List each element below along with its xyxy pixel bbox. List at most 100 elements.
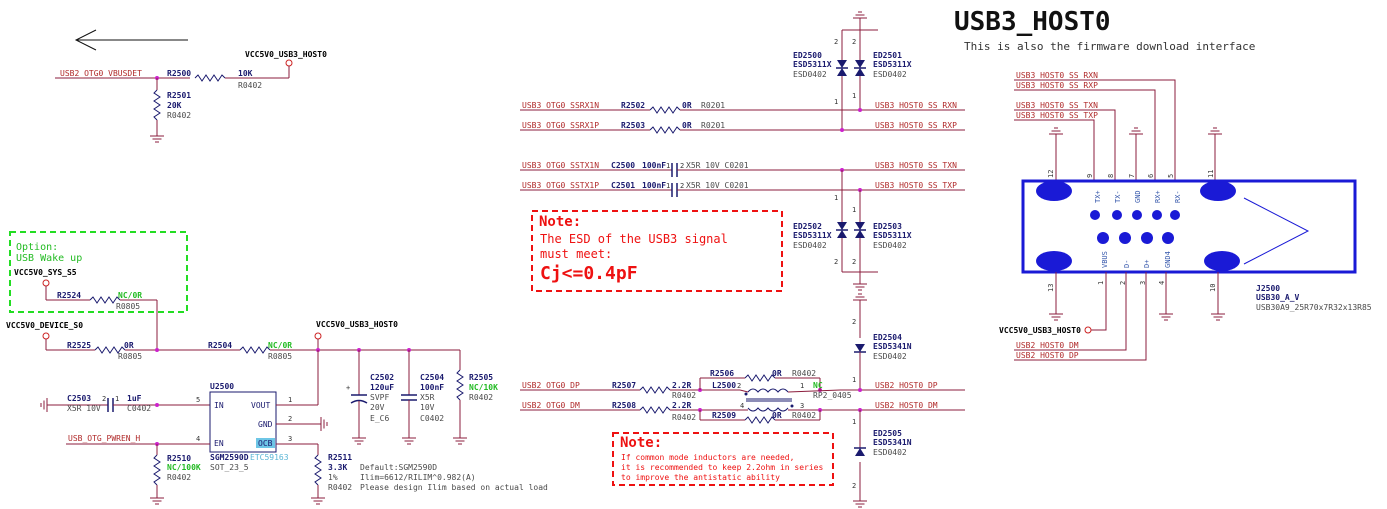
svg-text:C2500: C2500 bbox=[611, 161, 635, 170]
usb2-section: 2 1 ED2504 ESD5341N ESD0402 USB2_OTG0_DP… bbox=[520, 293, 965, 508]
svg-text:NC/0R: NC/0R bbox=[118, 291, 142, 300]
svg-text:100nF: 100nF bbox=[642, 181, 666, 190]
svg-text:R2510: R2510 bbox=[167, 454, 191, 463]
svg-text:X5R 10V: X5R 10V bbox=[67, 404, 101, 413]
svg-text:R2511: R2511 bbox=[328, 453, 352, 462]
svg-text:USB2_OTG0_DM: USB2_OTG0_DM bbox=[522, 401, 580, 410]
option-box: Option: USB Wake up VCC5V0_SYS_S5 R2524 … bbox=[9, 231, 188, 313]
svg-text:VCC5V0_USB3_HOST0: VCC5V0_USB3_HOST0 bbox=[316, 320, 398, 329]
svg-text:ED2502: ED2502 bbox=[793, 222, 822, 231]
svg-text:ED2504: ED2504 bbox=[873, 333, 902, 342]
svg-text:The ESD of the USB3 signal: The ESD of the USB3 signal bbox=[540, 232, 728, 246]
svg-text:R2525: R2525 bbox=[67, 341, 91, 350]
svg-text:2: 2 bbox=[102, 395, 106, 403]
svg-text:IN: IN bbox=[214, 401, 224, 410]
svg-text:USB2_HOST0_DP: USB2_HOST0_DP bbox=[1016, 351, 1079, 360]
svg-text:NC/10K: NC/10K bbox=[469, 383, 498, 392]
svg-text:6: 6 bbox=[1147, 174, 1155, 178]
svg-text:R0805: R0805 bbox=[268, 352, 292, 361]
svg-text:+: + bbox=[346, 384, 350, 392]
svg-text:C0402: C0402 bbox=[127, 404, 151, 413]
svg-text:USB3_HOST0_SS_RXP: USB3_HOST0_SS_RXP bbox=[875, 121, 957, 130]
svg-text:7: 7 bbox=[1128, 174, 1136, 178]
svg-text:R2503: R2503 bbox=[621, 121, 645, 130]
svg-text:ESD0402: ESD0402 bbox=[873, 352, 907, 361]
svg-text:Default:SGM2590D: Default:SGM2590D bbox=[360, 463, 437, 472]
svg-text:1: 1 bbox=[666, 162, 670, 170]
svg-text:1: 1 bbox=[666, 182, 670, 190]
vbusdet-section: VCC5V0_USB3_HOST0 USB2_OTG0_VBUSDET R250… bbox=[55, 50, 327, 143]
svg-text:C0402: C0402 bbox=[420, 414, 444, 423]
svg-text:D+: D+ bbox=[1143, 260, 1151, 268]
svg-text:R0402: R0402 bbox=[238, 81, 262, 90]
esd-note: Note: The ESD of the USB3 signal must me… bbox=[531, 210, 783, 292]
svg-text:20V: 20V bbox=[370, 403, 385, 412]
svg-text:USB Wake up: USB Wake up bbox=[16, 253, 82, 264]
svg-text:R2508: R2508 bbox=[612, 401, 636, 410]
svg-text:USB3_HOST0_SS_RXP: USB3_HOST0_SS_RXP bbox=[1016, 81, 1098, 90]
svg-text:8: 8 bbox=[1107, 174, 1115, 178]
svg-text:USB2_HOST0_DP: USB2_HOST0_DP bbox=[875, 381, 938, 390]
page-subtitle: This is also the firmware download inter… bbox=[964, 40, 1255, 53]
svg-text:VCC5V0_SYS_S5: VCC5V0_SYS_S5 bbox=[14, 268, 77, 277]
svg-text:3: 3 bbox=[1139, 281, 1147, 285]
svg-text:Please design Ilim based on ac: Please design Ilim based on actual load bbox=[360, 483, 548, 492]
svg-text:ED2505: ED2505 bbox=[873, 429, 902, 438]
svg-text:VCC5V0_USB3_HOST0: VCC5V0_USB3_HOST0 bbox=[999, 326, 1081, 335]
svg-text:RX+: RX+ bbox=[1154, 190, 1162, 203]
svg-text:1: 1 bbox=[115, 395, 119, 403]
svg-text:TX-: TX- bbox=[1114, 190, 1122, 203]
svg-text:4: 4 bbox=[740, 402, 744, 410]
svg-text:4: 4 bbox=[196, 435, 200, 443]
svg-text:If common mode inductors are n: If common mode inductors are needed, bbox=[621, 453, 794, 462]
svg-text:Note:: Note: bbox=[620, 435, 662, 451]
svg-text:USB3_OTG0_SSTX1P: USB3_OTG0_SSTX1P bbox=[522, 181, 599, 190]
svg-text:13: 13 bbox=[1047, 284, 1055, 292]
svg-text:ETC59163: ETC59163 bbox=[250, 453, 289, 462]
svg-text:1: 1 bbox=[288, 396, 292, 404]
svg-text:ESD0402: ESD0402 bbox=[793, 241, 827, 250]
svg-text:2: 2 bbox=[852, 258, 856, 266]
cmc-note: Note: If common mode inductors are neede… bbox=[612, 432, 834, 486]
svg-text:3: 3 bbox=[288, 435, 292, 443]
net-vbusdet: USB2_OTG0_VBUSDET bbox=[60, 69, 142, 78]
svg-text:ESD5311X: ESD5311X bbox=[873, 231, 912, 240]
svg-text:1: 1 bbox=[852, 376, 856, 384]
svg-text:USB2_HOST0_DM: USB2_HOST0_DM bbox=[875, 401, 938, 410]
svg-text:must meet:: must meet: bbox=[540, 247, 612, 261]
svg-text:11: 11 bbox=[1207, 170, 1215, 178]
svg-text:it is recommended to keep 2.2o: it is recommended to keep 2.2ohm in seri… bbox=[621, 463, 823, 472]
svg-text:USB3_HOST0_SS_RXN: USB3_HOST0_SS_RXN bbox=[875, 101, 957, 110]
svg-text:EN: EN bbox=[214, 439, 224, 448]
usb-connector-j2500: USB3_HOST0_SS_RXN USB3_HOST0_SS_RXP USB3… bbox=[999, 71, 1372, 361]
svg-text:RX-: RX- bbox=[1174, 190, 1182, 203]
svg-text:VCC5V0_DEVICE_S0: VCC5V0_DEVICE_S0 bbox=[6, 321, 83, 330]
svg-text:3: 3 bbox=[800, 402, 804, 410]
svg-text:ESD5341N: ESD5341N bbox=[873, 342, 912, 351]
svg-text:R2524: R2524 bbox=[57, 291, 81, 300]
svg-text:SOT_23_5: SOT_23_5 bbox=[210, 463, 249, 472]
svg-text:R0402: R0402 bbox=[328, 483, 352, 492]
svg-text:USB3_OTG0_SSRX1N: USB3_OTG0_SSRX1N bbox=[522, 101, 599, 110]
svg-text:C2504: C2504 bbox=[420, 373, 444, 382]
svg-text:USB2_HOST0_DM: USB2_HOST0_DM bbox=[1016, 341, 1079, 350]
svg-text:1%: 1% bbox=[328, 473, 338, 482]
svg-text:SGM2590D: SGM2590D bbox=[210, 453, 249, 462]
svg-text:R2506: R2506 bbox=[710, 369, 734, 378]
svg-text:9: 9 bbox=[1086, 174, 1094, 178]
svg-text:Cj<=0.4pF: Cj<=0.4pF bbox=[540, 263, 638, 284]
svg-text:U2500: U2500 bbox=[210, 382, 234, 391]
svg-text:1: 1 bbox=[852, 418, 856, 426]
svg-text:2: 2 bbox=[680, 182, 684, 190]
svg-text:USB30A9_25R70x7R32x13R85: USB30A9_25R70x7R32x13R85 bbox=[1256, 303, 1372, 312]
svg-text:12: 12 bbox=[1047, 170, 1055, 178]
svg-text:VOUT: VOUT bbox=[251, 401, 270, 410]
svg-text:1: 1 bbox=[1097, 281, 1105, 285]
svg-text:NC/0R: NC/0R bbox=[268, 341, 292, 350]
svg-text:E_C6: E_C6 bbox=[370, 414, 389, 423]
svg-text:GND: GND bbox=[258, 420, 273, 429]
svg-text:1uF: 1uF bbox=[127, 394, 142, 403]
svg-text:R2502: R2502 bbox=[621, 101, 645, 110]
svg-text:2: 2 bbox=[852, 38, 856, 46]
svg-text:ESD5311X: ESD5311X bbox=[793, 231, 832, 240]
